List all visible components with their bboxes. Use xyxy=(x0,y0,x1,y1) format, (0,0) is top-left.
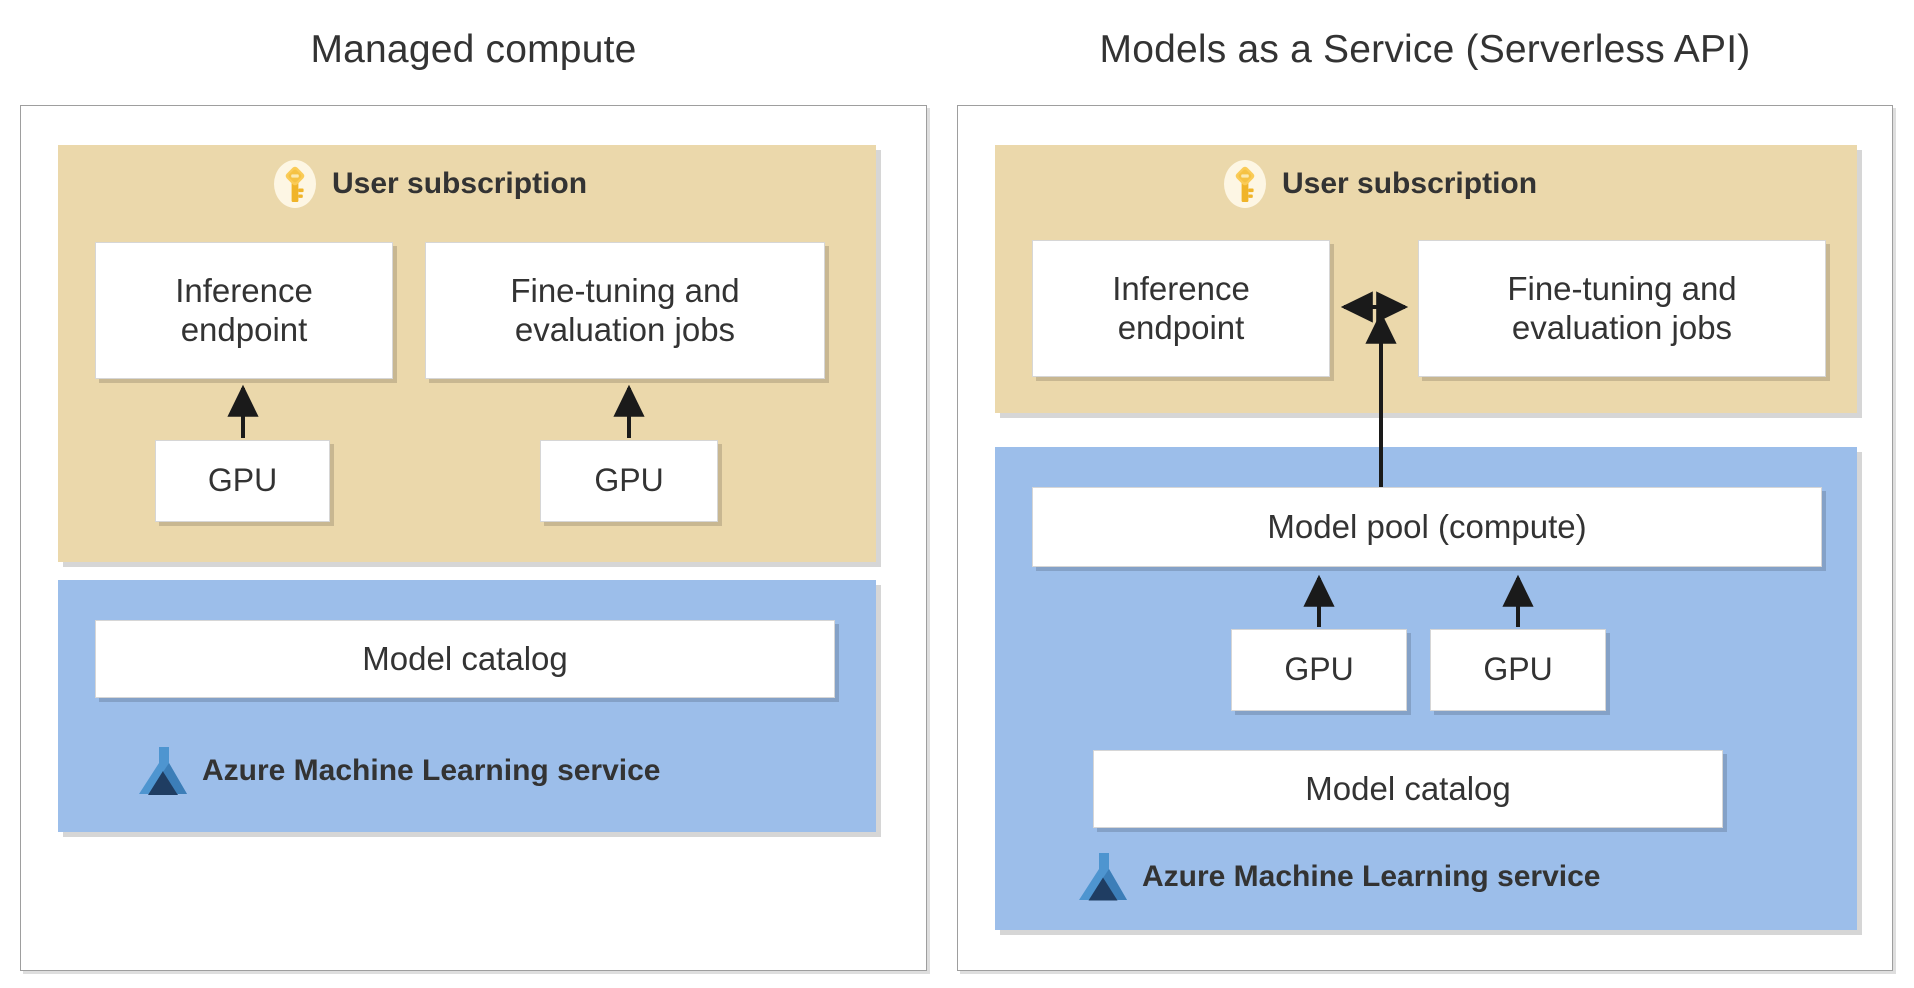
key-icon xyxy=(1222,158,1268,210)
card-label: GPU xyxy=(1284,651,1354,688)
card-gpu-right-2[interactable]: GPU xyxy=(1430,629,1606,711)
card-label-line1: Fine-tuning and xyxy=(510,271,740,309)
group-label-user-subscription: User subscription xyxy=(332,167,588,200)
card-fine-tuning-jobs-right[interactable]: Fine-tuning and evaluation jobs xyxy=(1418,240,1826,377)
card-model-pool[interactable]: Model pool (compute) xyxy=(1032,487,1822,567)
card-label-line2: evaluation jobs xyxy=(514,310,736,348)
card-inference-endpoint-left[interactable]: Inference endpoint xyxy=(95,242,393,379)
card-label: Model pool (compute) xyxy=(1267,507,1587,545)
card-label-line2: endpoint xyxy=(1117,308,1245,346)
card-label: GPU xyxy=(594,462,664,499)
card-label-line2: endpoint xyxy=(180,310,308,348)
card-model-catalog-right[interactable]: Model catalog xyxy=(1093,750,1723,828)
card-inference-endpoint-right[interactable]: Inference endpoint xyxy=(1032,240,1330,377)
card-gpu-right-1[interactable]: GPU xyxy=(1231,629,1407,711)
group-label-azure-ml-service: Azure Machine Learning service xyxy=(1142,860,1601,893)
card-gpu-left-1[interactable]: GPU xyxy=(155,440,330,522)
card-gpu-left-2[interactable]: GPU xyxy=(540,440,718,522)
azure-ml-flask-icon xyxy=(138,745,188,797)
card-label-line1: Inference xyxy=(175,271,313,309)
panel-title-managed-compute: Managed compute xyxy=(310,28,637,71)
card-model-catalog-left[interactable]: Model catalog xyxy=(95,620,835,698)
card-fine-tuning-jobs-left[interactable]: Fine-tuning and evaluation jobs xyxy=(425,242,825,379)
group-label-user-subscription: User subscription xyxy=(1282,167,1538,200)
panel-title-models-as-a-service: Models as a Service (Serverless API) xyxy=(1099,28,1751,71)
card-label: GPU xyxy=(207,462,278,499)
card-label-line1: Fine-tuning and xyxy=(1507,269,1737,307)
group-header-azure-ml-right: Azure Machine Learning service xyxy=(1078,851,1601,903)
group-header-user-subscription-left: User subscription xyxy=(272,158,587,210)
key-icon xyxy=(272,158,318,210)
group-header-user-subscription-right: User subscription xyxy=(1222,158,1537,210)
card-label-line2: evaluation jobs xyxy=(1511,308,1733,346)
card-label-line1: Inference xyxy=(1112,269,1250,307)
card-label: Model catalog xyxy=(362,639,568,677)
group-header-azure-ml-left: Azure Machine Learning service xyxy=(138,745,661,797)
group-label-azure-ml-service: Azure Machine Learning service xyxy=(202,754,661,787)
azure-ml-flask-icon xyxy=(1078,851,1128,903)
card-label: GPU xyxy=(1483,651,1553,688)
card-label: Model catalog xyxy=(1305,769,1511,807)
